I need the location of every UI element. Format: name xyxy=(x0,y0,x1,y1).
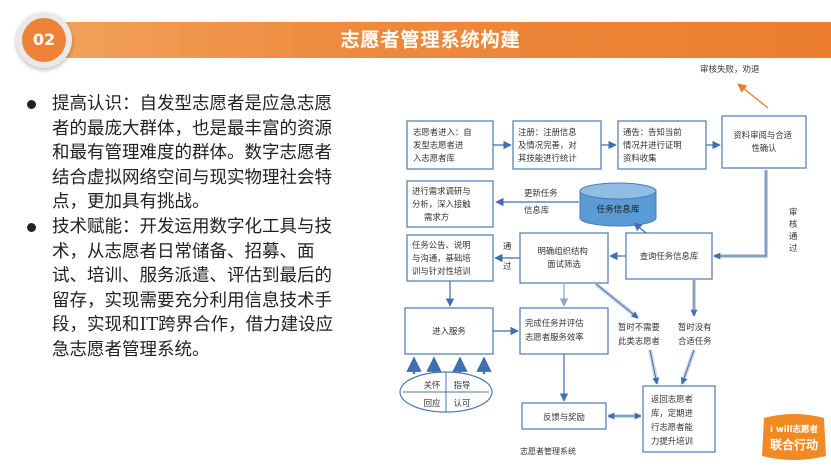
section-badge: 02 xyxy=(16,12,72,68)
ellipse-guide: 指导 xyxy=(454,380,471,390)
no-task-label: 合适任务 xyxy=(678,336,712,346)
register-line: 入志愿者库 xyxy=(413,153,455,163)
update-db-label: 更新任务 xyxy=(524,188,558,198)
page-title: 志愿者管理系统构建 xyxy=(340,29,521,51)
bullet-item: 技术赋能：开发运用数字化工具与技术，从志愿者日常储备、招募、面试、培训、服务派遣… xyxy=(22,215,340,363)
pass-label: 通 xyxy=(503,241,512,251)
logo-line1: i will志愿者 xyxy=(770,424,818,435)
bullet-dot-icon xyxy=(27,222,36,232)
no-need-label: 暂时不需要 xyxy=(618,322,660,332)
bullet-dot-icon xyxy=(27,100,36,109)
box-note-register xyxy=(512,120,602,170)
diagram-caption: 志愿者管理系统 xyxy=(520,446,576,456)
svg-text:完成任务并评估 志愿者服务效率: 完成任务并评估 志愿者服务效率 xyxy=(525,318,586,342)
evaluate-line: 志愿者服务效率 xyxy=(525,332,584,342)
up-arrows xyxy=(406,356,492,374)
gray-double-arrow xyxy=(649,349,660,385)
fail-arrow xyxy=(737,83,769,109)
svg-text:任务公告、说明 与沟通，基础培 训与针对性培: 任务公告、说明 与沟通，基础培 训与针对性培训 xyxy=(412,240,473,276)
svg-text:志愿者进入：自 发型志愿者进 入志愿者库: 志愿者进入：自 发型志愿者进 入志愿者库 xyxy=(413,127,474,163)
return-pool-line: 返回志愿者 xyxy=(651,394,693,404)
bullet-text: 提高认识：自发型志愿者是应急志愿者的最庞大群体，也是最丰富的资源和最有管理难度的… xyxy=(52,94,332,213)
box-return-pool xyxy=(642,385,716,453)
note-register-line: 注册：注册信息 xyxy=(518,127,577,137)
care-ellipse xyxy=(399,371,493,413)
note-register-line: 及情况完善，对 xyxy=(518,140,577,150)
audit-pass-label: 核 xyxy=(789,219,798,229)
ellipse-approve: 认可 xyxy=(454,398,471,408)
notice-line: 情况并进行证明 xyxy=(623,140,682,150)
header-bar xyxy=(30,22,831,58)
enter-service-line: 进入服务 xyxy=(432,326,466,336)
publish-line: 训与针对性培训 xyxy=(412,266,471,276)
no-task-label: 暂时没有 xyxy=(678,322,712,332)
ellipse-care: 关怀 xyxy=(424,380,441,390)
svg-text:资料审阅与合适 性确认: 资料审阅与合适 性确认 xyxy=(733,130,794,153)
note-register-line: 其技能进行统计 xyxy=(518,153,577,163)
audit-pass-line xyxy=(713,170,767,260)
box-interview xyxy=(519,232,609,284)
iwill-logo: i will志愿者 联合行动 xyxy=(762,414,826,460)
svg-text:通告：告知当前 情况并进行证明 资料收集: 通告：告知当前 情况并进行证明 资料收集 xyxy=(623,127,684,163)
research-line: 进行需求调研与 xyxy=(412,186,471,196)
svg-text:暂时没有 合适任务: 暂时没有 合适任务 xyxy=(678,322,714,346)
query-line: 查询任务信息库 xyxy=(640,251,699,261)
gray-double-arrow xyxy=(595,283,639,319)
evaluate-line: 完成任务并评估 xyxy=(525,318,584,328)
box-notice xyxy=(617,120,707,170)
top-note: 审核失败，劝退 xyxy=(700,64,760,75)
return-pool-line: 库，定期进 xyxy=(651,408,693,418)
section-number: 02 xyxy=(22,18,66,62)
box-publish xyxy=(406,234,494,282)
audit-pass-label: 通 xyxy=(789,231,798,241)
return-pool-line: 力提升培训 xyxy=(651,436,693,446)
audit-pass-label: 审 xyxy=(789,207,797,217)
research-line: 需求方 xyxy=(424,212,449,222)
box-research xyxy=(406,180,494,228)
notice-line: 通告：告知当前 xyxy=(623,127,682,137)
box-review xyxy=(721,115,807,169)
box-enter-service xyxy=(404,307,494,355)
research-line: 分析，深入接触 xyxy=(412,199,471,209)
bullet-item: 提高认识：自发型志愿者是应急志愿者的最庞大群体，也是最丰富的资源和最有管理难度的… xyxy=(22,92,340,215)
svg-text:进行需求调研与 分析，深入接触 需求方: 进行需求调研与 分析，深入接触 需求方 xyxy=(412,186,473,222)
gray-double-arrow xyxy=(680,349,695,385)
no-need-label: 此类志愿者 xyxy=(618,336,660,346)
notice-line: 资料收集 xyxy=(623,153,657,163)
audit-pass-arrow xyxy=(714,170,768,258)
bullet-list: 提高认识：自发型志愿者是应急志愿者的最庞大群体，也是最丰富的资源和最有管理难度的… xyxy=(22,92,340,363)
interview-line: 面试筛选 xyxy=(547,259,581,269)
interview-line: 明确组织结构 xyxy=(538,246,588,256)
logo-line2: 联合行动 xyxy=(770,437,818,452)
publish-line: 任务公告、说明 xyxy=(412,240,471,250)
box-register xyxy=(406,120,494,170)
database-label: 任务信息库 xyxy=(597,203,640,215)
volunteer-system-diagram: 审核失败，劝退 志愿者进入：自 发型志愿者进 入志愿者库 注册：注册信息 及情况… xyxy=(399,64,807,456)
review-line: 性确认 xyxy=(751,143,777,153)
svg-text:通 过: 通 过 xyxy=(503,241,514,271)
register-line: 志愿者进入：自 xyxy=(413,127,472,137)
publish-line: 与沟通，基础培 xyxy=(412,253,471,263)
svg-text:审 核 通 过: 审 核 通 过 xyxy=(789,207,800,253)
update-db-label: 信息库 xyxy=(524,205,549,215)
svg-text:更新任务 信息库: 更新任务 信息库 xyxy=(524,188,560,215)
audit-pass-label: 过 xyxy=(789,243,798,253)
box-feedback xyxy=(521,402,607,430)
svg-text:明确组织结构 面试筛选: 明确组织结构 面试筛选 xyxy=(538,246,591,269)
feedback-line: 反馈与奖励 xyxy=(543,412,585,422)
database-icon xyxy=(579,182,657,227)
svg-text:暂时不需要 此类志愿者: 暂时不需要 此类志愿者 xyxy=(618,322,663,346)
ellipse-return: 回应 xyxy=(424,398,441,408)
arrow xyxy=(633,222,647,234)
bullet-text: 技术赋能：开发运用数字化工具与技术，从志愿者日常储备、招募、面试、培训、服务派遣… xyxy=(52,216,334,360)
svg-text:注册：注册信息 及情况完善，对 其技能进行统: 注册：注册信息 及情况完善，对 其技能进行统计 xyxy=(518,127,579,163)
review-line: 资料审阅与合适 xyxy=(733,130,792,140)
pass-label: 过 xyxy=(503,261,512,271)
svg-text:返回志愿者 库，定期进 行志愿者能: 返回志愿者 库，定期进 行志愿者能 力提升培训 xyxy=(651,394,696,446)
return-pool-line: 行志愿者能 xyxy=(651,422,693,432)
register-line: 发型志愿者进 xyxy=(413,140,464,150)
box-evaluate xyxy=(519,307,609,355)
box-query xyxy=(625,232,713,280)
